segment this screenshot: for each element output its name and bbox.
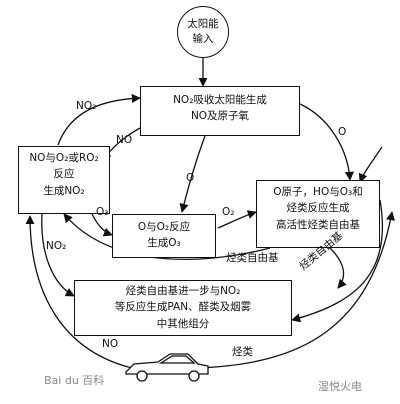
right-line-2: 烃类反应生成 bbox=[286, 202, 350, 215]
label-o3: O₃ bbox=[96, 206, 109, 218]
left-line-2: 反应 bbox=[53, 168, 75, 181]
box-no2-absorb: NO₂吸收太阳能生成 NO及原子氧 bbox=[140, 86, 300, 136]
box-no-reaction: NO与O₂或RO₂ 反应 生成NO₂ bbox=[18, 146, 110, 214]
bottom-line-3: 中其他组分 bbox=[156, 317, 210, 330]
box-o3-formation: O与O₂反应 生成O₃ bbox=[112, 214, 216, 258]
label-o-right: O bbox=[338, 126, 347, 138]
arrow-no-car-to-left bbox=[25, 215, 133, 369]
absorb-line-1: NO₂吸收太阳能生成 bbox=[173, 94, 267, 106]
label-o-center: O bbox=[186, 172, 195, 184]
arrow-radical-right-curve bbox=[291, 199, 384, 323]
arrow-o2-o3box-to-right bbox=[217, 210, 257, 229]
arrow-hydrocarbons-car-to-right bbox=[197, 211, 395, 369]
label-no2-top: NO₂ bbox=[76, 100, 97, 112]
solar-input-circle: 太阳能 输入 bbox=[177, 6, 229, 58]
label-hydrocarbons: 烃类 bbox=[232, 346, 253, 358]
arrow-o-absorb-to-o3 bbox=[179, 135, 206, 213]
left-line-1: NO与O₂或RO₂ bbox=[29, 152, 99, 164]
arrow-radical-right-to-bottom bbox=[329, 247, 347, 289]
label-no2-left: NO₂ bbox=[46, 240, 67, 252]
arrow-external-to-right bbox=[358, 146, 383, 183]
box-smog-formation: 烃类自由基进一步与NO₂ 等反应生成PAN、醛类及烟雾 中其他组分 bbox=[74, 280, 292, 336]
label-o2: O₂ bbox=[222, 206, 235, 218]
arrow-no2-left-to-bottom bbox=[41, 213, 75, 297]
label-no-mid: NO bbox=[116, 134, 133, 146]
watermark-wechat: 湿悦火电 bbox=[318, 380, 362, 393]
o3-line-1: O与O₂反应 bbox=[137, 221, 191, 233]
right-line-3: 高活性烃类自由基 bbox=[276, 218, 360, 231]
car-icon bbox=[125, 353, 209, 382]
o3-line-2: 生成O₃ bbox=[147, 237, 181, 250]
bottom-line-1: 烃类自由基进一步与NO₂ bbox=[125, 285, 241, 297]
label-radical-1: 烃类自由基 bbox=[226, 252, 279, 264]
arrow-o-absorb-to-right bbox=[299, 103, 354, 181]
arrow-o3-left-to-o3box bbox=[91, 213, 113, 237]
bottom-line-2: 等反应生成PAN、醛类及烟雾 bbox=[114, 301, 252, 314]
absorb-line-2: NO及原子氧 bbox=[190, 110, 250, 123]
watermark-baidu: Bai du 百科 bbox=[44, 374, 105, 387]
sun-line-1: 太阳能 bbox=[187, 18, 219, 30]
right-line-1: O原子，HO与O₃和 bbox=[273, 186, 363, 198]
arrow-radical-right-to-left bbox=[63, 213, 271, 261]
arrow-no2-left-to-absorb bbox=[57, 93, 141, 146]
left-line-3: 生成NO₂ bbox=[43, 184, 85, 197]
label-no-bottom: NO bbox=[102, 338, 119, 350]
box-radical-formation: O原子，HO与O₃和 烃类反应生成 高活性烃类自由基 bbox=[256, 180, 380, 248]
sun-line-2: 输入 bbox=[192, 33, 214, 46]
